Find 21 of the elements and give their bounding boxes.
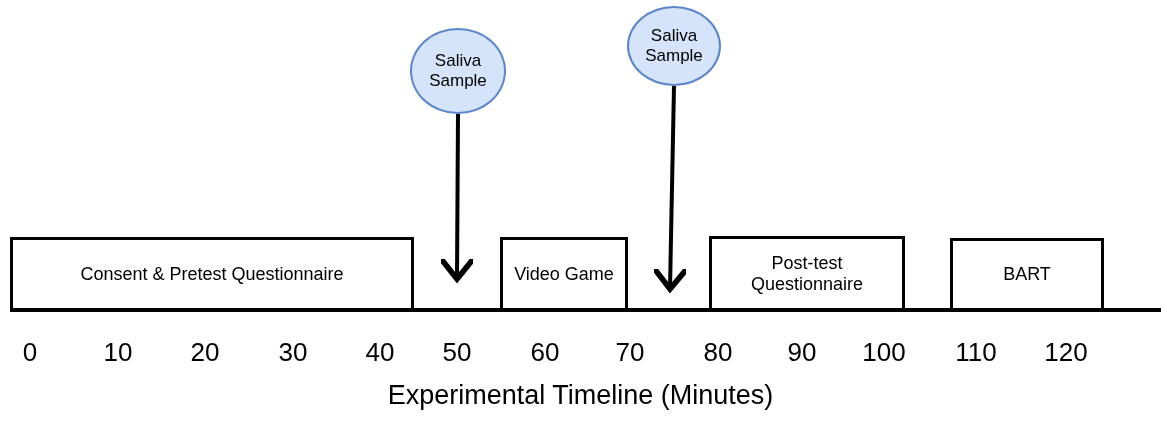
tick-label: 110: [955, 337, 997, 368]
timeline-phase-box: Post-test Questionnaire: [709, 236, 905, 311]
tick-label: 120: [1044, 337, 1088, 368]
axis-caption: Experimental Timeline (Minutes): [387, 380, 774, 410]
tick-label: 20: [190, 337, 220, 368]
tick-label: 40: [365, 337, 395, 368]
tick-label: 0: [22, 337, 38, 368]
timeline-phase-box: BART: [950, 238, 1104, 311]
timeline-phase-box: Consent & Pretest Questionnaire: [10, 237, 414, 311]
tick-label: 10: [103, 337, 133, 368]
tick-label: 80: [703, 337, 733, 368]
tick-label: 50: [442, 337, 472, 368]
arrow: [438, 114, 476, 282]
tick-label: 30: [278, 337, 308, 368]
sample-ellipse: Saliva Sample: [627, 6, 721, 86]
tick-label: 100: [862, 337, 906, 368]
tick-label: 70: [615, 337, 645, 368]
sample-ellipse: Saliva Sample: [410, 28, 506, 114]
tick-label: 90: [787, 337, 817, 368]
timeline-phase-box: Video Game: [500, 237, 628, 311]
tick-label: 60: [530, 337, 560, 368]
